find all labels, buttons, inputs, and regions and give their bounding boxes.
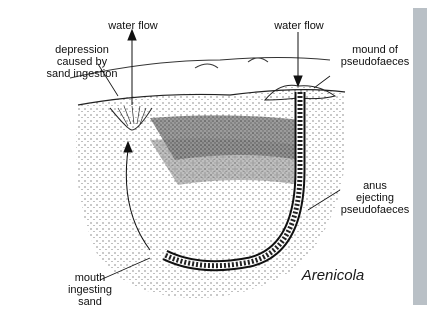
mound-label: mound of pseudofaeces: [330, 44, 420, 68]
mouth-label: mouth ingesting sand: [55, 272, 125, 308]
anus-label: anus ejecting pseudofaeces: [335, 180, 415, 216]
water-flow-right-label: water flow: [264, 20, 334, 32]
diagram-title: Arenicola: [288, 268, 378, 284]
water-flow-left-label: water flow: [98, 20, 168, 32]
depression-label: depression caused by sand ingestion: [32, 44, 132, 80]
